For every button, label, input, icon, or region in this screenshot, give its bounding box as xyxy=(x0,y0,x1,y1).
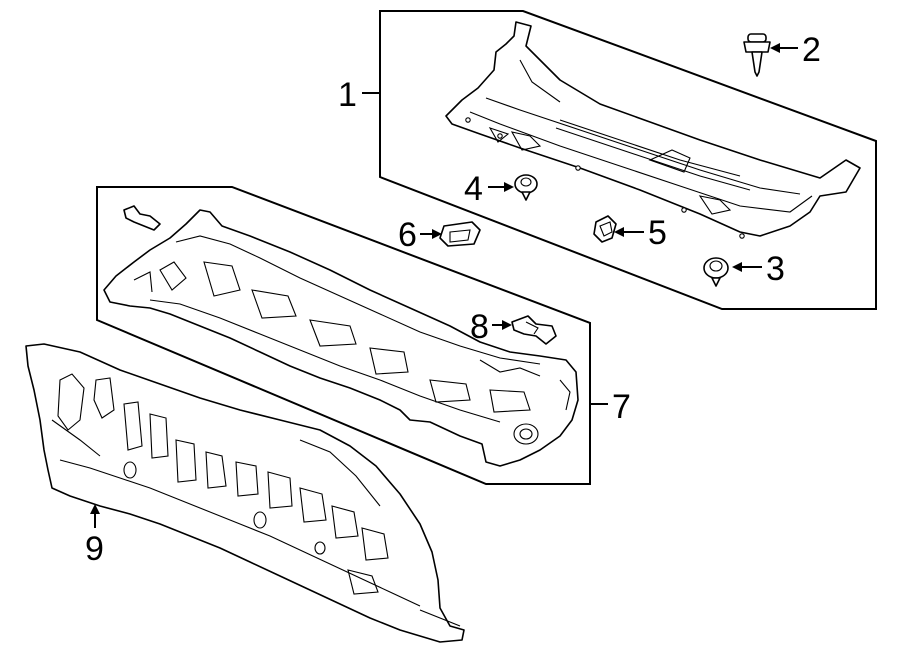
callout-4-number: 4 xyxy=(464,170,483,208)
push-clip-part xyxy=(743,33,771,77)
bracket-part-8 xyxy=(511,315,557,345)
dash-panel-upper-part xyxy=(103,209,579,467)
nut-part-3 xyxy=(703,257,729,287)
callout-3-arrow xyxy=(732,262,742,272)
callout-6-number: 6 xyxy=(398,216,417,254)
cowl-cover-part xyxy=(445,21,861,239)
callout-6-arrow xyxy=(432,229,442,239)
dash-panel-group-outline xyxy=(96,186,591,485)
callout-1-number: 1 xyxy=(338,76,357,114)
callout-2-arrow xyxy=(770,43,780,53)
cowl-cover-group-outline xyxy=(379,10,877,310)
bracket-part xyxy=(123,205,161,231)
dash-insulator-part xyxy=(25,343,465,643)
callout-5-number: 5 xyxy=(648,214,667,252)
callout-7-number: 7 xyxy=(612,388,631,426)
clip-part-5 xyxy=(593,215,617,243)
clip-part-4 xyxy=(514,174,538,201)
callout-5-arrow xyxy=(614,227,624,237)
callout-9-number: 9 xyxy=(85,530,104,568)
callout-9-arrow xyxy=(90,504,100,514)
callout-8-number: 8 xyxy=(470,308,489,346)
callout-8-arrow xyxy=(502,320,512,330)
callout-4-arrow xyxy=(504,182,514,192)
grommet-part-6 xyxy=(439,221,481,247)
callout-2-number: 2 xyxy=(802,31,821,69)
callout-3-number: 3 xyxy=(766,250,785,288)
